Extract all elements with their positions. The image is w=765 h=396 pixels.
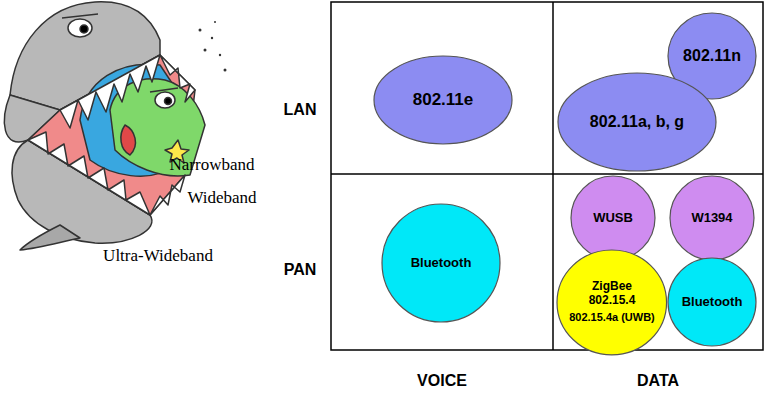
axis-label: VOICE bbox=[417, 372, 467, 390]
axis-label: DATA bbox=[637, 372, 679, 390]
band-label: Wideband bbox=[187, 188, 256, 208]
grid bbox=[331, 2, 763, 350]
band-label: Narrowband bbox=[170, 155, 255, 175]
node-label: WUSB bbox=[593, 211, 633, 226]
node-label: Bluetooth bbox=[411, 256, 472, 271]
node-label: 802.11n bbox=[683, 47, 741, 65]
shark-illustration bbox=[4, 2, 226, 250]
node-label: 802.11a, b, g bbox=[590, 113, 684, 131]
node-label: ZigBee 802.15.4 bbox=[581, 280, 643, 308]
band-label: Ultra-Wideband bbox=[103, 246, 213, 266]
ellipse-node: WUSB bbox=[570, 175, 656, 261]
ellipse-node: 802.11a, b, g bbox=[557, 72, 717, 172]
ellipse-node: ZigBee 802.15.4 802.15.4a (UWB) bbox=[556, 249, 668, 356]
node-label: 802.15.4a (UWB) bbox=[569, 311, 655, 324]
node-label: 802.11e bbox=[413, 90, 474, 110]
axis-label: LAN bbox=[284, 101, 317, 119]
ellipse-node: Bluetooth bbox=[667, 257, 757, 347]
ellipse-node: Bluetooth bbox=[381, 203, 501, 323]
ellipse-node: W1394 bbox=[669, 175, 755, 261]
node-label: Bluetooth bbox=[682, 295, 743, 310]
axis-label: PAN bbox=[284, 261, 317, 279]
node-label: W1394 bbox=[691, 211, 732, 226]
ellipse-node: 802.11e bbox=[373, 55, 513, 145]
